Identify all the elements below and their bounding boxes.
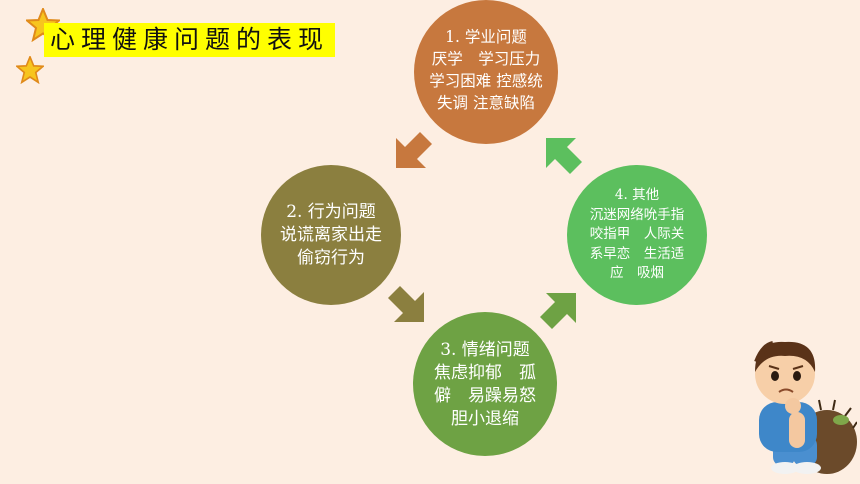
arrow-up-left-icon <box>546 138 582 174</box>
cycle-node-behavior: 2. 行为问题 说谎离家出走偷窃行为 <box>261 165 401 305</box>
cycle-node-academic: 1. 学业问题 厌学 学习压力 学习困难 控感统失调 注意缺陷 <box>414 0 558 144</box>
cycle-node-other-label: 4. 其他 沉迷网络吮手指 咬指甲 人际关系早恋 生活适应 吸烟 <box>589 187 685 282</box>
cycle-node-emotion-label: 3. 情绪问题 焦虑抑郁 孤僻 易躁易怒 胆小退缩 <box>434 340 553 429</box>
cycle-node-emotion: 3. 情绪问题 焦虑抑郁 孤僻 易躁易怒 胆小退缩 <box>413 312 557 456</box>
cycle-node-other: 4. 其他 沉迷网络吮手指 咬指甲 人际关系早恋 生活适应 吸烟 <box>567 165 707 305</box>
sad-boy-illustration <box>754 341 857 474</box>
cycle-node-academic-label: 1. 学业问题 厌学 学习压力 学习困难 控感统失调 注意缺陷 <box>429 28 543 112</box>
arrow-down-left-icon <box>396 132 432 168</box>
arrow-down-right-icon <box>388 286 424 322</box>
page-title: 心理健康问题的表现 <box>44 23 336 57</box>
arrow-up-right-icon <box>540 293 576 329</box>
cycle-node-behavior-label: 2. 行为问题 说谎离家出走偷窃行为 <box>280 201 393 268</box>
star-icon <box>16 56 44 84</box>
